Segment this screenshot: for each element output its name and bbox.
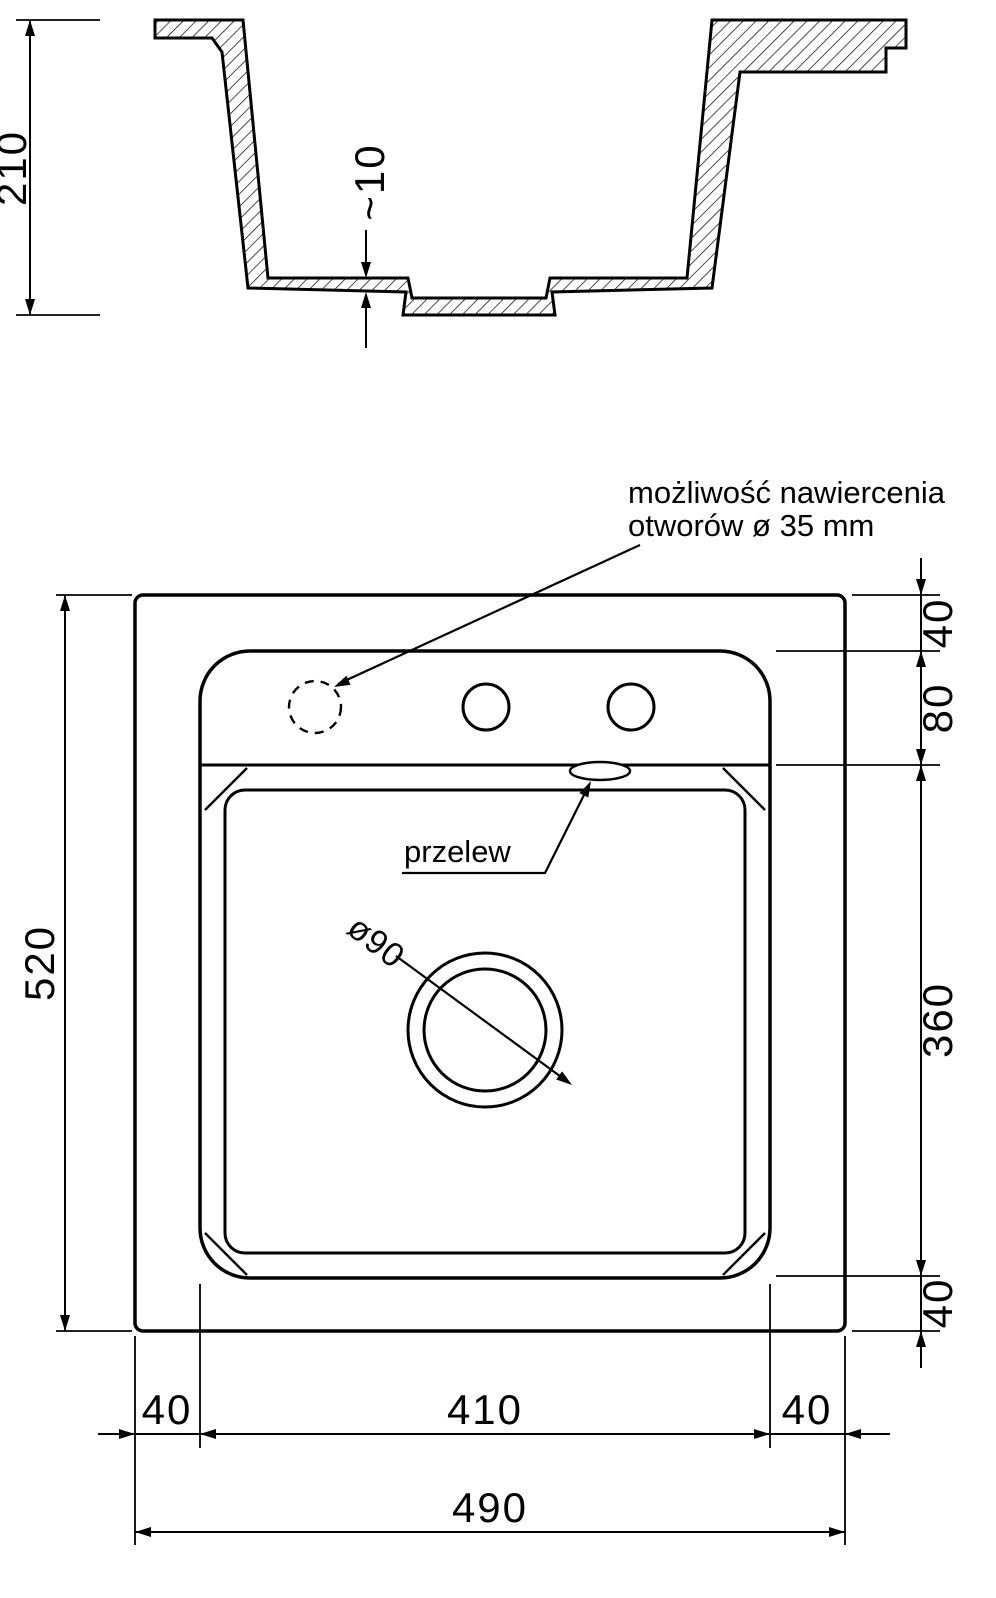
arrowhead (361, 262, 371, 278)
plan-view: ø90 przelew możliwość nawiercenia otworó… (133, 475, 946, 1333)
basin-corner-chamfers (204, 767, 766, 1276)
arrowhead (829, 1527, 845, 1537)
dim-rim-left-label: 40 (142, 1386, 193, 1433)
section-view: 210 ~10 (0, 18, 908, 348)
overflow-slot (568, 760, 632, 782)
arrowhead (916, 1260, 926, 1276)
dim-bottom-thickness: ~10 (346, 143, 393, 348)
chamfer-line (722, 767, 766, 811)
arrowhead (60, 1315, 70, 1331)
sink-cross-section-profile (153, 18, 908, 317)
arrowhead (916, 651, 926, 667)
dim-height-520: 520 (16, 594, 132, 1332)
drill-note-line2: otworów ø 35 mm (628, 508, 874, 543)
drain-diameter-label: ø90 (340, 908, 412, 976)
overflow-callout: przelew (402, 781, 591, 875)
arrowhead (60, 595, 70, 611)
dim-rim-top-label: 40 (914, 598, 961, 649)
dim-bottom-chain: 40 410 40 490 (98, 1284, 890, 1545)
drain-inner-circle (422, 967, 548, 1093)
dim-basin-width-label: 410 (447, 1386, 523, 1433)
dim-depth-210: 210 (0, 19, 100, 316)
dim-deck-label: 80 (914, 683, 961, 734)
dim-height-label: 520 (16, 925, 63, 1001)
arrowhead (556, 1071, 572, 1085)
arrowhead (25, 299, 35, 315)
chamfer-line (204, 1232, 248, 1276)
tap-hole-center (461, 682, 511, 732)
arrowhead (200, 1429, 216, 1439)
arrowhead (361, 292, 371, 308)
arrowhead (845, 1429, 861, 1439)
leader-line (337, 544, 641, 685)
arrowhead (754, 1429, 770, 1439)
arrowhead (25, 20, 35, 36)
drill-note-callout: możliwość nawiercenia otworów ø 35 mm (334, 475, 946, 687)
optional-tap-hole (287, 679, 343, 735)
dim-rim-bottom-label: 40 (914, 1278, 961, 1329)
chamfer-line (722, 1232, 766, 1276)
arrowhead (119, 1429, 135, 1439)
arrowhead (916, 749, 926, 765)
dim-depth-label: 210 (0, 130, 35, 206)
dim-basin-length-label: 360 (914, 982, 961, 1058)
sink-outer-edge (133, 593, 847, 1333)
arrowhead (916, 765, 926, 781)
arrowhead (916, 1331, 926, 1347)
chamfer-line (204, 767, 248, 811)
leader-line (402, 792, 586, 875)
arrowhead (579, 781, 591, 798)
dim-thickness-label: ~10 (346, 143, 393, 220)
arrowhead (334, 675, 351, 687)
leader-line (395, 955, 569, 1083)
overflow-label: przelew (404, 834, 511, 869)
arrowhead (135, 1527, 151, 1537)
dim-right-chain: 40 80 360 40 (776, 558, 961, 1368)
sink-rim-inner-edge (198, 649, 772, 1280)
tap-hole-right (606, 682, 656, 732)
dim-rim-right-label: 40 (782, 1386, 833, 1433)
drain-outer-circle (406, 951, 564, 1109)
basin-inner-edge (223, 788, 747, 1255)
drill-note-line1: możliwość nawiercenia (628, 475, 946, 510)
dim-total-width-label: 490 (452, 1484, 528, 1531)
arrowhead (916, 579, 926, 595)
